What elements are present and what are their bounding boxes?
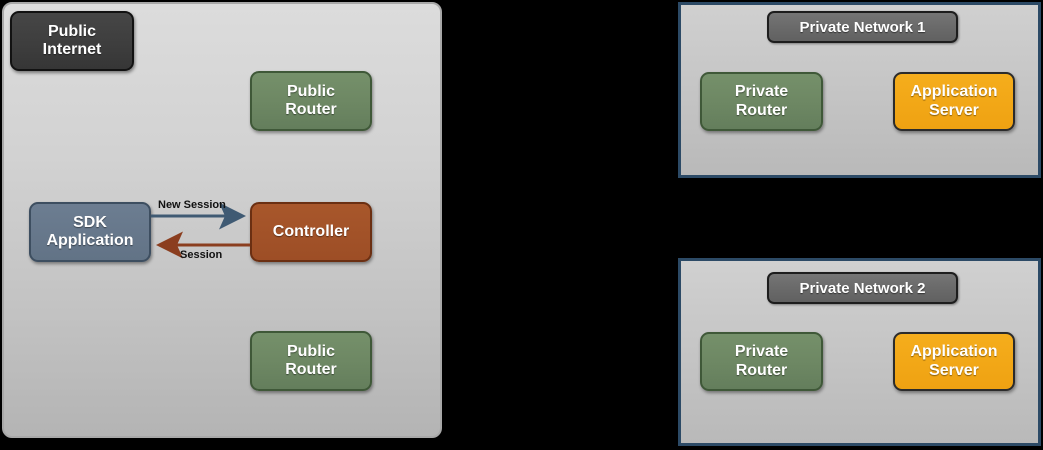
private-network-1-app-server-label-line2: Server <box>929 101 979 119</box>
sdk-application-label-line2: Application <box>46 232 134 249</box>
private-network-2-app-server-label-line2: Server <box>929 361 979 379</box>
public-router-bottom[interactable]: Public Router <box>250 331 372 391</box>
public-internet-badge[interactable]: Public Internet <box>10 11 134 71</box>
session-arrow-label: Session <box>180 249 223 261</box>
public-router-bottom-label-line2: Router <box>285 361 337 378</box>
new-session-arrow-label: New Session <box>158 199 226 211</box>
private-network-2-title: Private Network 2 <box>799 279 926 297</box>
controller-label: Controller <box>272 222 350 240</box>
private-network-2-app-server-label-line1: Application <box>910 343 998 361</box>
private-network-1-router[interactable]: Private Router <box>700 72 823 131</box>
private-network-1-app-server-label-line1: Application <box>910 83 998 101</box>
public-router-top-label-line1: Public <box>286 82 335 100</box>
private-network-1-title-badge: Private Network 1 <box>767 11 958 43</box>
private-network-2-title-badge: Private Network 2 <box>767 272 958 304</box>
private-network-2-router-label-line1: Private <box>734 343 789 361</box>
public-router-bottom-label-line1: Public <box>286 342 335 360</box>
private-network-2-router-label-line2: Router <box>735 361 788 379</box>
sdk-application-label-line1: SDK <box>73 213 107 231</box>
controller-node[interactable]: Controller <box>250 202 372 262</box>
public-router-top-label-line2: Router <box>285 101 337 118</box>
private-network-1-router-label-line1: Private <box>734 83 789 101</box>
private-network-2-app-server[interactable]: Application Server <box>893 332 1015 391</box>
public-router-top[interactable]: Public Router <box>250 71 372 131</box>
private-network-1-title: Private Network 1 <box>799 18 926 36</box>
private-network-2-router[interactable]: Private Router <box>700 332 823 391</box>
public-internet-label-line2: Internet <box>42 41 102 58</box>
private-network-1-router-label-line2: Router <box>735 101 788 119</box>
private-network-1-app-server[interactable]: Application Server <box>893 72 1015 131</box>
sdk-application-node[interactable]: SDK Application <box>29 202 151 262</box>
public-internet-label-line1: Public <box>47 22 96 40</box>
